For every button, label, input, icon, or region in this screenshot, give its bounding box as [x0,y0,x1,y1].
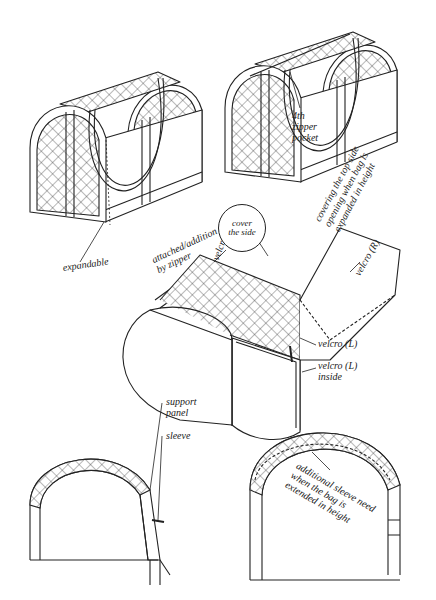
annotation-label: 4th zipper pocket [292,110,332,143]
circled-note: cover the side [218,204,266,252]
annotation-label: expandable [62,254,123,273]
annotation-label: velcro (L) [318,338,378,349]
note-text: cover the side [226,219,258,238]
annotation-label: velcro (L) inside [318,360,368,382]
annotation-label: sleeve [166,430,216,441]
annotation-label: support panel [166,396,216,418]
